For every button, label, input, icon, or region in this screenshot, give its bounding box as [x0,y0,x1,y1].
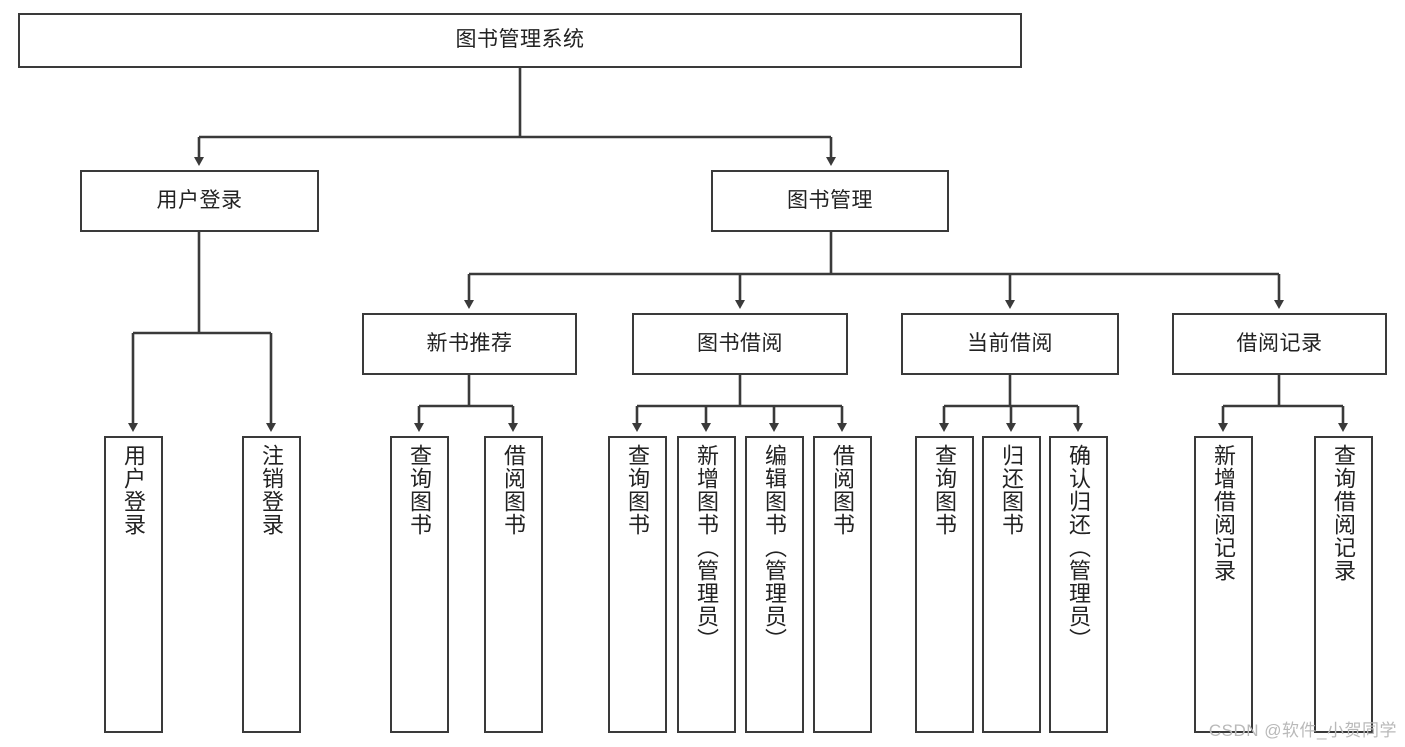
node-label: 查询图书 [407,444,433,536]
node-label: 编辑图书（管理员） [762,444,788,651]
node-label: 查询借阅记录 [1331,444,1357,582]
node-label: 用户登录 [121,444,147,536]
node-label: 新增借阅记录 [1211,444,1237,582]
node-root-book-management-system[interactable]: 图书管理系统 [18,13,1022,68]
leaf-record-add-borrow-record[interactable]: 新增借阅记录 [1194,436,1253,733]
node-label: 图书借阅 [697,331,783,355]
leaf-current-query-book[interactable]: 查询图书 [915,436,974,733]
node-current-borrow[interactable]: 当前借阅 [901,313,1119,375]
leaf-borrow-edit-book-admin[interactable]: 编辑图书（管理员） [745,436,804,733]
node-label: 借阅图书 [830,444,856,536]
node-label: 新书推荐 [426,331,513,355]
node-label: 查询图书 [625,444,651,536]
leaf-user-logout[interactable]: 注销登录 [242,436,301,733]
node-label: 图书管理系统 [455,28,585,52]
node-label: 用户登录 [156,188,243,212]
node-label: 当前借阅 [967,331,1053,355]
leaf-current-confirm-return-admin[interactable]: 确认归还（管理员） [1049,436,1108,733]
node-borrow-record[interactable]: 借阅记录 [1172,313,1387,375]
node-label: 归还图书 [999,444,1025,536]
node-label: 查询图书 [932,444,958,536]
node-label: 借阅图书 [501,444,527,536]
node-new-book-recommend[interactable]: 新书推荐 [362,313,577,375]
node-label: 注销登录 [259,444,285,536]
node-book-borrow[interactable]: 图书借阅 [632,313,848,375]
node-user-login[interactable]: 用户登录 [80,170,319,232]
node-book-management[interactable]: 图书管理 [711,170,949,232]
leaf-record-query-borrow-record[interactable]: 查询借阅记录 [1314,436,1373,733]
leaf-borrow-add-book-admin[interactable]: 新增图书（管理员） [677,436,736,733]
node-label: 确认归还（管理员） [1066,444,1092,651]
node-label: 图书管理 [787,188,873,212]
node-label: 借阅记录 [1236,331,1323,355]
leaf-borrow-lend-book[interactable]: 借阅图书 [813,436,872,733]
leaf-newbook-borrow-book[interactable]: 借阅图书 [484,436,543,733]
csdn-watermark: CSDN @软件_小贺同学 [1208,721,1397,740]
leaf-user-login[interactable]: 用户登录 [104,436,163,733]
node-label: 新增图书（管理员） [694,444,720,651]
leaf-borrow-query-book[interactable]: 查询图书 [608,436,667,733]
leaf-current-return-book[interactable]: 归还图书 [982,436,1041,733]
leaf-newbook-query-book[interactable]: 查询图书 [390,436,449,733]
